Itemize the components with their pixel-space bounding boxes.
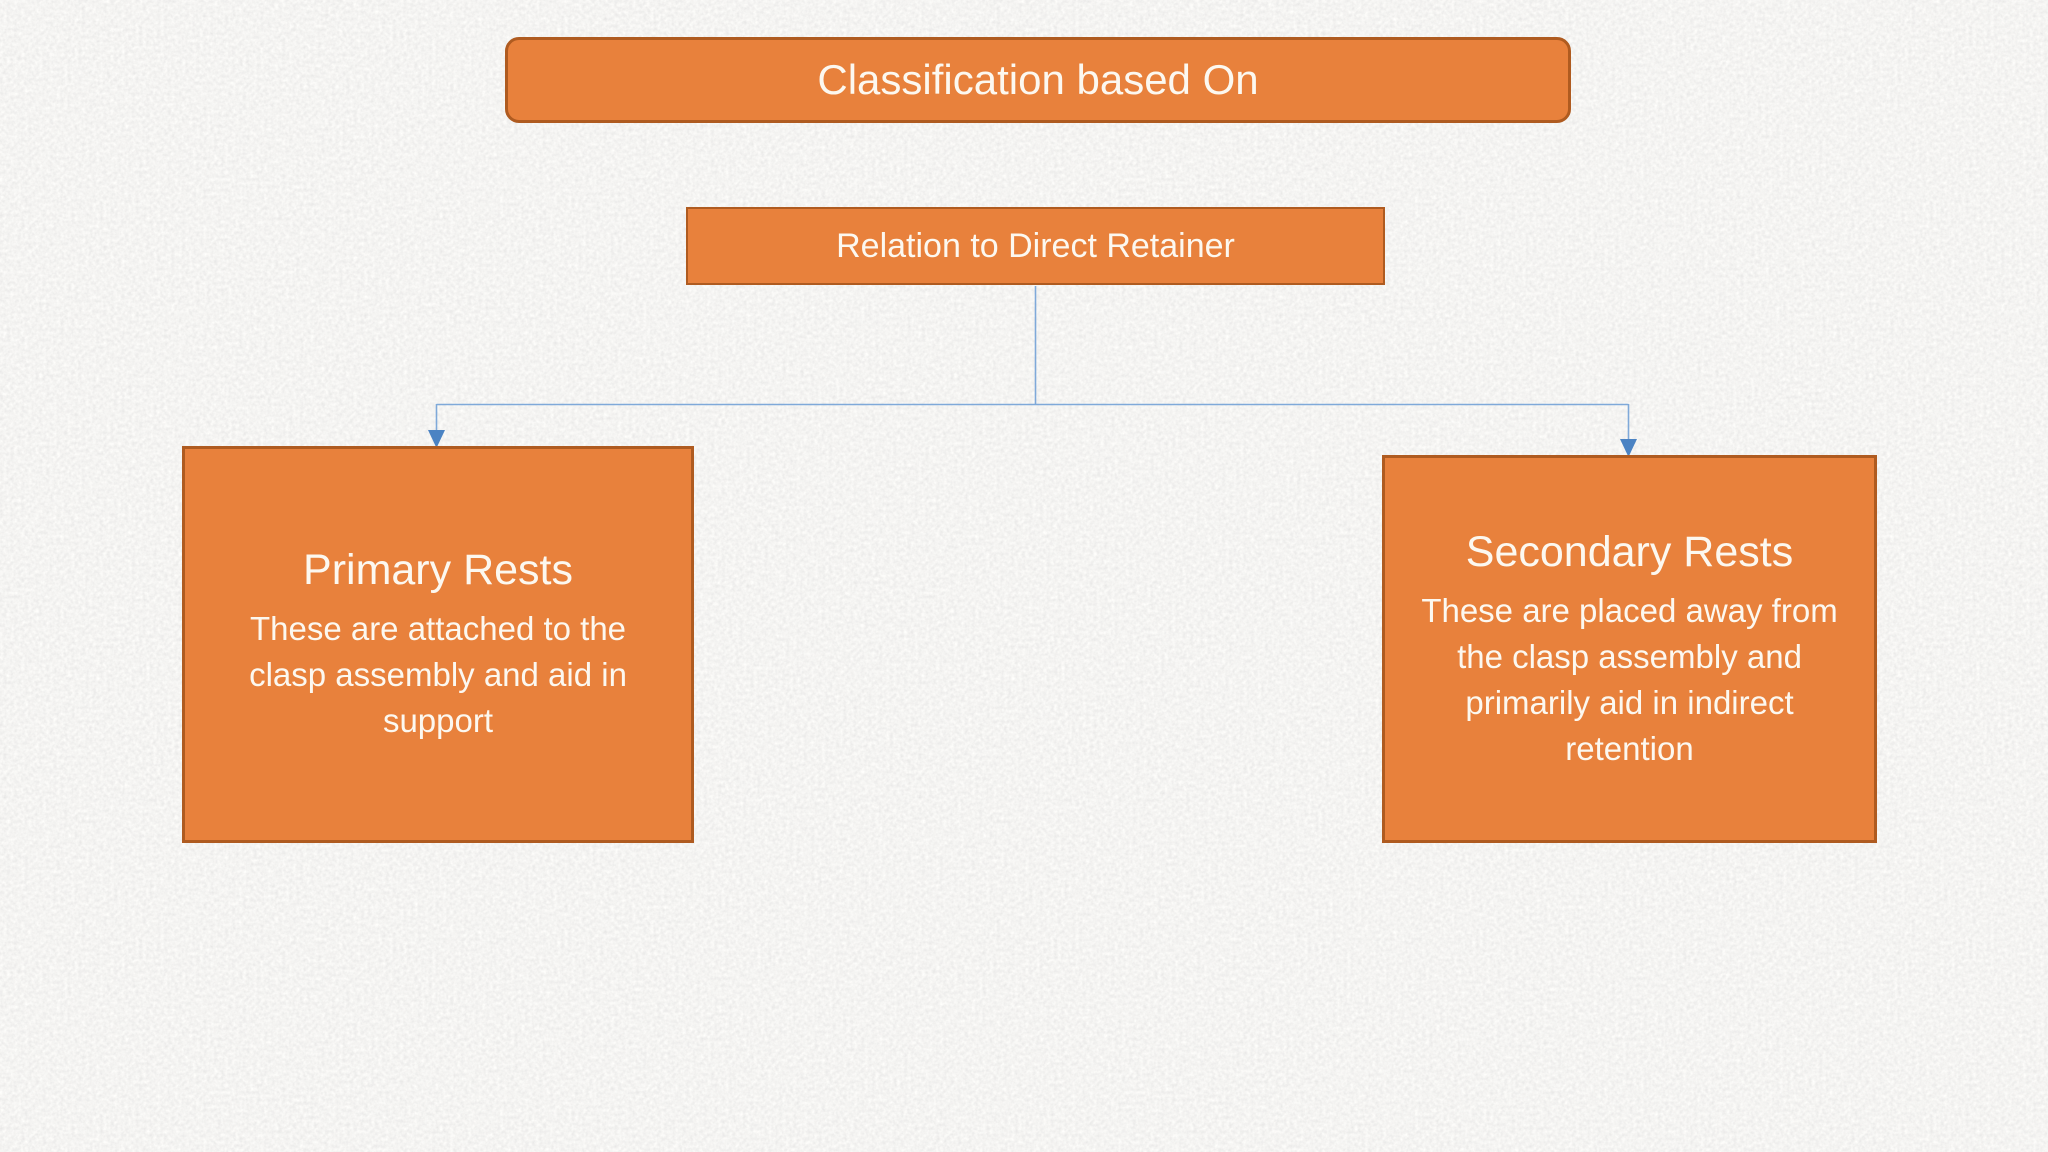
criterion-box: Relation to Direct Retainer: [686, 207, 1385, 285]
branch-box-primary-rests: Primary Rests These are attached to the …: [182, 446, 694, 843]
branch-description: These are attached to the clasp assembly…: [249, 610, 627, 740]
arrowhead-left-icon: [428, 430, 445, 448]
branch-box-secondary-rests: Secondary Rests These are placed away fr…: [1382, 455, 1877, 843]
branch-title: Secondary Rests: [1465, 527, 1794, 576]
root-title-box: Classification based On: [505, 37, 1571, 123]
criterion-label: Relation to Direct Retainer: [836, 226, 1235, 265]
branch-description: These are placed away from the clasp ass…: [1421, 591, 1838, 768]
branch-title: Primary Rests: [303, 546, 573, 595]
root-title-label: Classification based On: [817, 56, 1259, 103]
arrowhead-right-icon: [1620, 439, 1637, 457]
